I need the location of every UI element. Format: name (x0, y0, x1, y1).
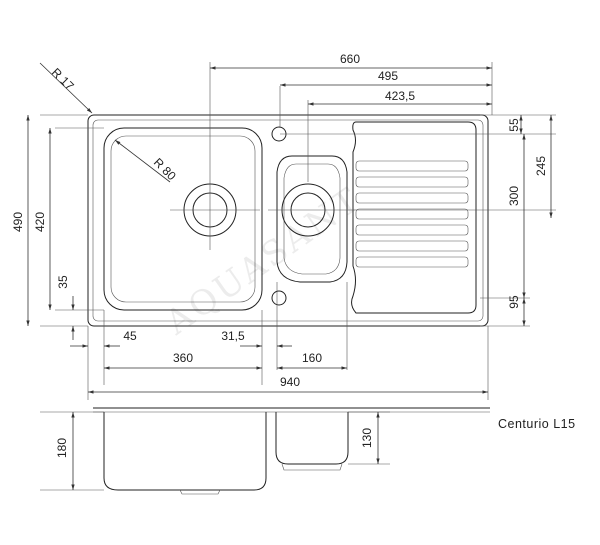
drainer-area (351, 121, 477, 314)
small-bowl-outer (276, 155, 348, 283)
dim-55: 55 (507, 118, 521, 132)
drainer-grooves (355, 160, 469, 268)
watermark: AQUASANT (158, 179, 369, 344)
dim-423: 423,5 (385, 89, 415, 103)
dim-940: 940 (280, 375, 300, 389)
dim-495: 495 (378, 69, 398, 83)
dim-245: 245 (534, 156, 548, 176)
dim-490: 490 (11, 212, 25, 232)
extension-lines (40, 62, 556, 400)
dim-35: 35 (56, 275, 70, 289)
radius-17: R 17 (49, 65, 77, 93)
dim-31-5: 31,5 (221, 329, 245, 343)
sink-side-view: 180 130 (40, 407, 490, 495)
radius-80: R 80 (151, 155, 179, 183)
dim-300: 300 (507, 186, 521, 206)
model-name: Centurio L15 (498, 417, 576, 431)
tap-hole-bottom (271, 290, 287, 306)
dim-660: 660 (340, 52, 360, 66)
dimension-lines (26, 62, 553, 394)
dim-95: 95 (507, 295, 521, 309)
sink-inner-rim (92, 119, 484, 322)
main-bowl-inner (110, 135, 256, 303)
dim-160: 160 (302, 351, 322, 365)
side-small-bowl (275, 412, 349, 465)
dimension-labels: 660 495 423,5 55 245 300 95 490 420 35 4… (11, 52, 548, 389)
small-bowl-inner (283, 163, 341, 275)
dim-420: 420 (33, 212, 47, 232)
dim-360: 360 (173, 351, 193, 365)
dim-130: 130 (360, 428, 374, 448)
dim-180: 180 (55, 438, 69, 458)
sink-outer-rim (87, 114, 489, 327)
dim-45: 45 (123, 329, 137, 343)
main-bowl-outer (103, 127, 263, 311)
side-main-bowl (103, 412, 267, 491)
